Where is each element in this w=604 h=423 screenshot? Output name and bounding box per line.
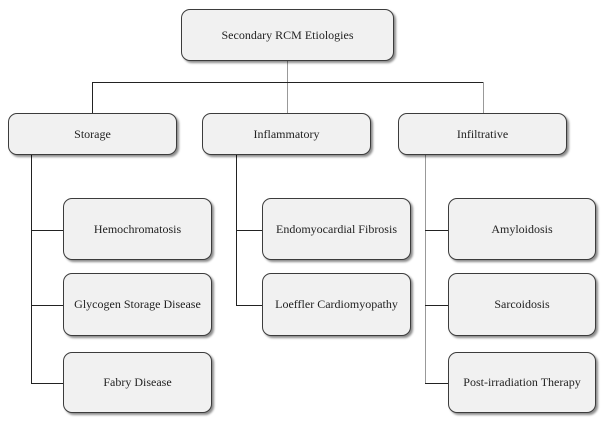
node-post-irradiation-therapy: Post-irradiation Therapy: [448, 352, 596, 413]
category-infiltrative: Infiltrative: [398, 113, 567, 155]
node-endomyocardial-fibrosis: Endomyocardial Fibrosis: [262, 198, 411, 260]
node-fabry-disease: Fabry Disease: [63, 352, 212, 413]
infiltrative-branch-2: [425, 305, 448, 306]
inflammatory-branch-1: [236, 230, 262, 231]
node-amyloidosis: Amyloidosis: [448, 198, 596, 260]
inflammatory-branch-2: [236, 305, 262, 306]
node-hemochromatosis: Hemochromatosis: [63, 198, 212, 260]
node-glycogen-storage-disease: Glycogen Storage Disease: [63, 273, 212, 336]
infiltrative-branch-1: [425, 230, 448, 231]
infiltrative-drop: [483, 82, 484, 113]
storage-branch-3: [31, 383, 63, 384]
infiltrative-branch-3: [425, 383, 448, 384]
root-node: Secondary RCM Etiologies: [181, 9, 394, 61]
category-inflammatory: Inflammatory: [202, 113, 371, 155]
node-sarcoidosis: Sarcoidosis: [448, 273, 596, 336]
node-loeffler-cardiomyopathy: Loeffler Cardiomyopathy: [262, 273, 411, 336]
root-connector: [287, 61, 288, 113]
storage-drop: [92, 82, 93, 113]
infiltrative-trunk: [425, 155, 426, 383]
category-storage: Storage: [8, 113, 177, 155]
storage-trunk: [31, 155, 32, 383]
storage-branch-2: [31, 305, 63, 306]
storage-branch-1: [31, 230, 63, 231]
category-bus: [92, 82, 484, 83]
